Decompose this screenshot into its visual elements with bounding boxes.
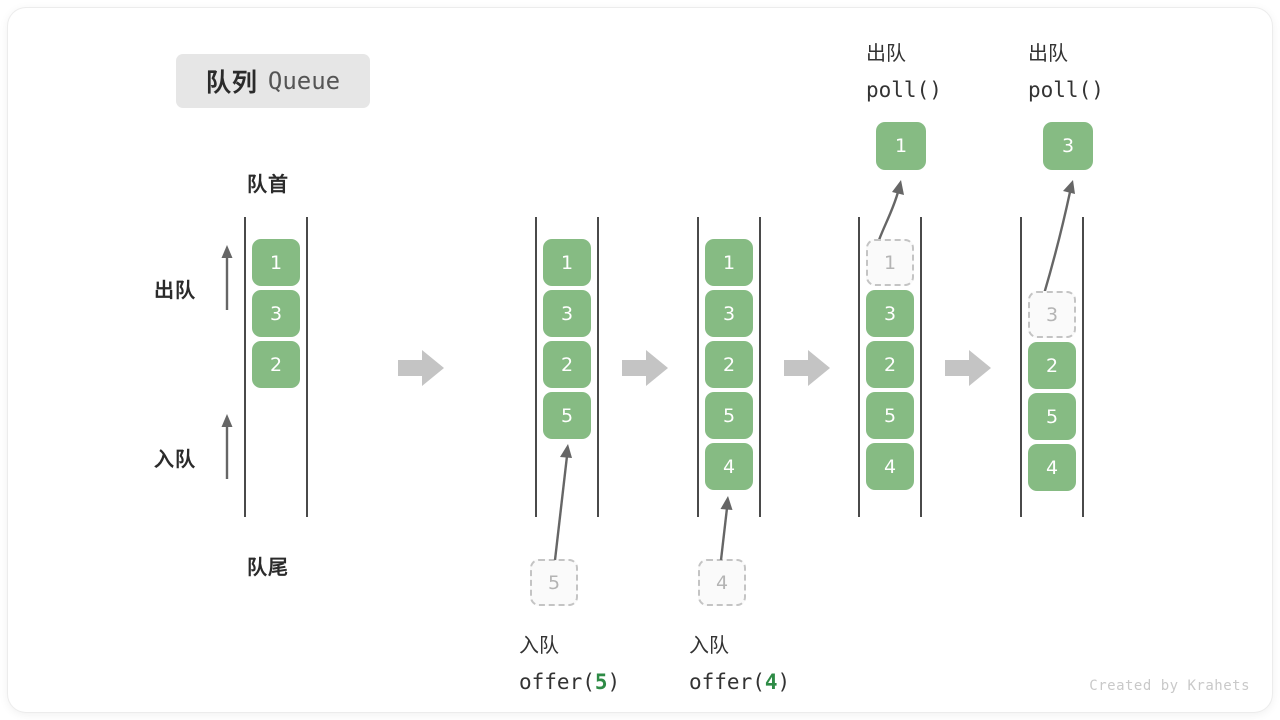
popped-cell: 1 <box>876 122 926 170</box>
op-code-suffix: ) <box>777 670 791 694</box>
queue-rail-offer-5 <box>535 217 599 517</box>
stage-caption-poll-3: 出队 poll() <box>1028 36 1104 109</box>
queue-cell: 4 <box>866 443 914 490</box>
op-code-prefix: offer( <box>519 670 595 694</box>
queue-cell-new: 4 <box>705 443 753 490</box>
queue-cells-offer-4: 1 3 2 5 4 <box>705 239 753 490</box>
queue-rail-offer-4 <box>697 217 761 517</box>
title-en: Queue <box>267 67 341 95</box>
queue-rail-poll-1 <box>858 217 922 517</box>
incoming-ghost-cell: 5 <box>530 559 578 606</box>
title-cn: 队列 <box>205 69 258 97</box>
queue-rail-initial <box>244 217 308 517</box>
op-code-prefix: poll( <box>866 78 930 102</box>
queue-cells-poll-1: 1 3 2 5 4 <box>866 239 914 490</box>
dequeue-motion-arrow <box>1042 180 1075 295</box>
queue-cell: 1 <box>543 239 591 286</box>
queue-head-label: 队首 <box>247 174 289 196</box>
queue-cell: 2 <box>543 341 591 388</box>
queue-cell-removed: 1 <box>866 239 914 286</box>
stage-caption-offer-5: 入队 offer(5) <box>519 628 620 701</box>
op-cn: 出队 <box>866 43 906 65</box>
queue-cell: 5 <box>1028 393 1076 440</box>
queue-cell: 3 <box>543 290 591 337</box>
stage-transition-arrow <box>398 350 444 386</box>
stage-transition-arrow <box>784 350 830 386</box>
op-code-suffix: ) <box>607 670 621 694</box>
queue-cell: 1 <box>252 239 300 286</box>
op-cn: 入队 <box>519 635 559 657</box>
stage-caption-poll-1: 出队 poll() <box>866 36 942 109</box>
popped-cell: 3 <box>1043 122 1093 170</box>
queue-cell: 3 <box>252 290 300 337</box>
op-code-suffix: ) <box>1091 78 1104 102</box>
stage-transition-arrow <box>622 350 668 386</box>
op-cn: 入队 <box>689 635 729 657</box>
queue-cell: 2 <box>705 341 753 388</box>
queue-cell: 3 <box>866 290 914 337</box>
enqueue-label: 入队 <box>154 449 196 471</box>
queue-cell: 2 <box>1028 342 1076 389</box>
op-code-prefix: poll( <box>1028 78 1092 102</box>
enqueue-direction-arrow <box>221 414 233 479</box>
queue-cell: 1 <box>705 239 753 286</box>
queue-tail-label: 队尾 <box>247 557 289 579</box>
queue-rail-poll-3 <box>1020 217 1084 517</box>
dequeue-direction-arrow <box>221 245 233 310</box>
queue-cells-offer-5: 1 3 2 5 <box>543 239 591 439</box>
queue-cell: 2 <box>252 341 300 388</box>
queue-cell: 2 <box>866 341 914 388</box>
enqueue-motion-arrow <box>553 444 572 561</box>
queue-cell: 5 <box>866 392 914 439</box>
queue-cell-removed: 3 <box>1028 291 1076 338</box>
diagram-card: 队列 Queue 队首 队尾 出队 入队 1 3 2 1 3 2 5 5 入队 <box>8 8 1272 712</box>
diagram-title-chip: 队列 Queue <box>176 54 370 108</box>
queue-cell-new: 5 <box>543 392 591 439</box>
credit-text: Created by Krahets <box>1089 678 1250 694</box>
queue-cell: 5 <box>705 392 753 439</box>
op-code-prefix: offer( <box>689 670 765 694</box>
queue-cells-poll-3: 3 2 5 4 <box>1028 291 1076 491</box>
stage-caption-offer-4: 入队 offer(4) <box>689 628 790 701</box>
queue-cell: 4 <box>1028 444 1076 491</box>
enqueue-motion-arrow <box>719 496 733 561</box>
op-cn: 出队 <box>1028 43 1068 65</box>
op-code-arg: 4 <box>764 670 778 694</box>
stage-transition-arrow <box>945 350 991 386</box>
op-code-suffix: ) <box>929 78 942 102</box>
queue-cell: 3 <box>705 290 753 337</box>
op-code-arg: 5 <box>594 670 608 694</box>
dequeue-motion-arrow <box>877 180 904 241</box>
incoming-ghost-cell: 4 <box>698 559 746 606</box>
dequeue-label: 出队 <box>154 280 196 302</box>
queue-cells-initial: 1 3 2 <box>252 239 300 388</box>
